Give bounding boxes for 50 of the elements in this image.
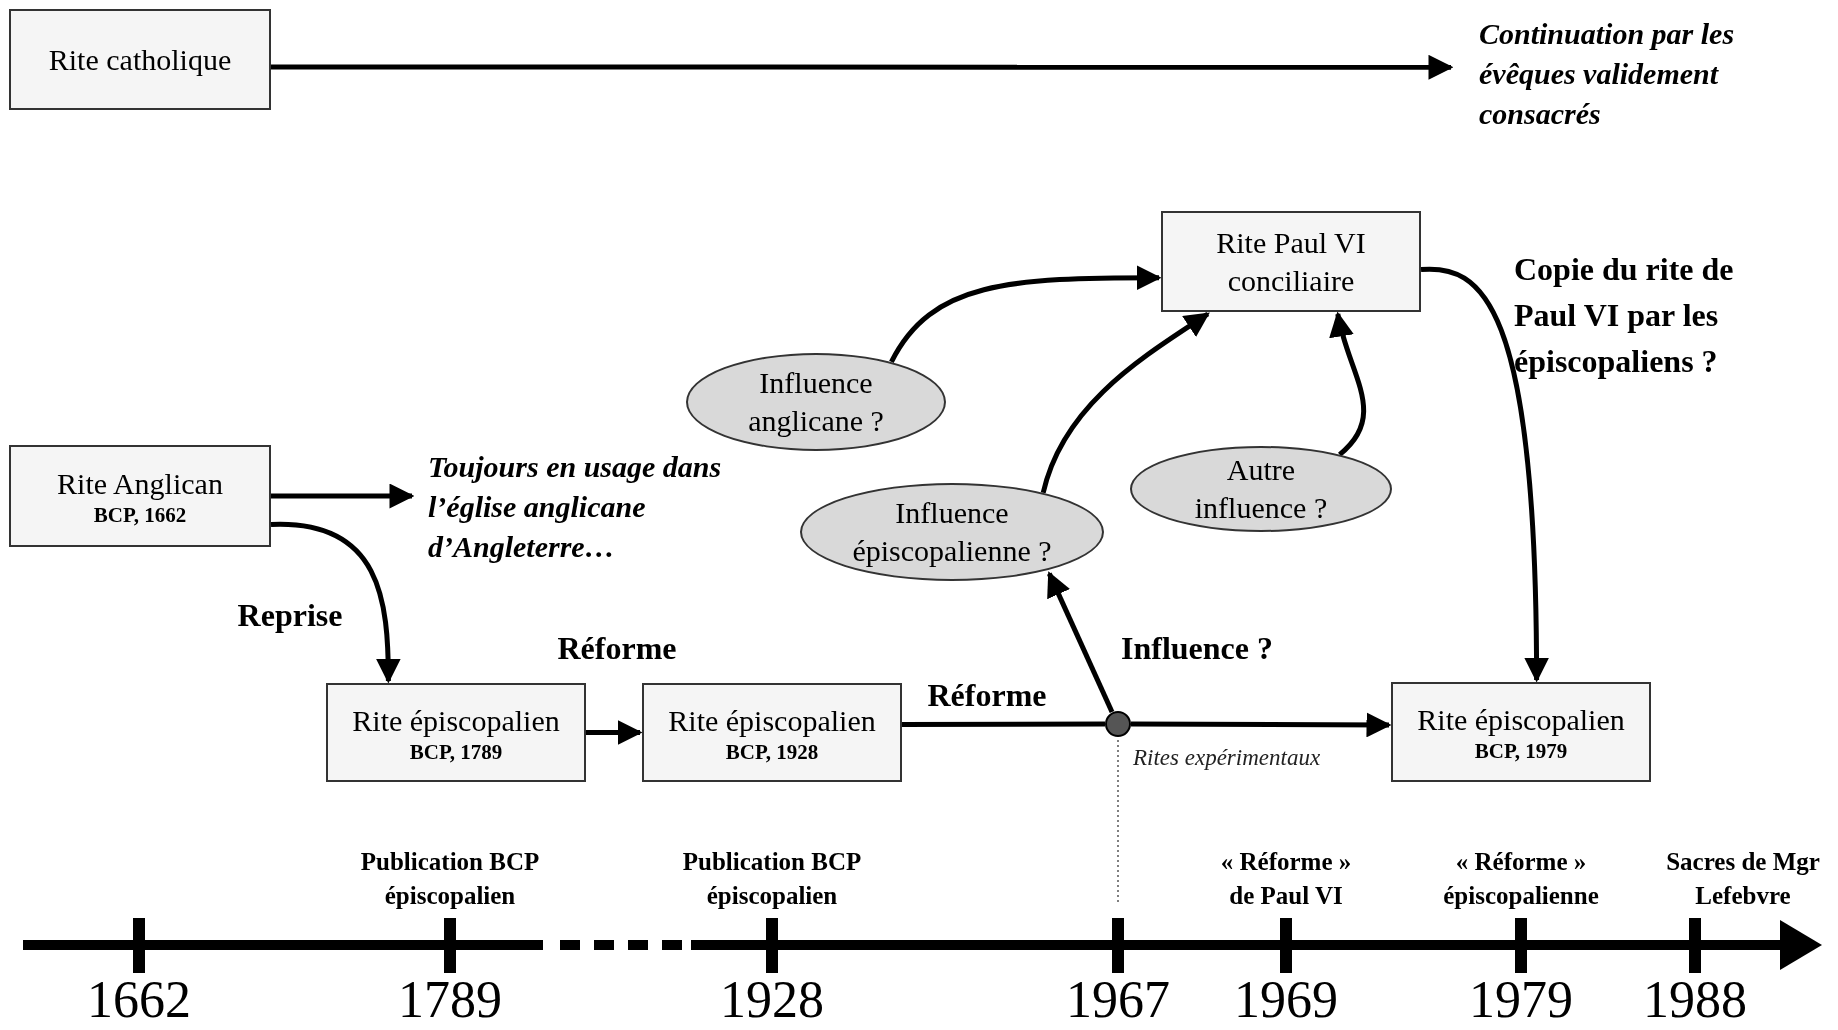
node-title: Autre influence ? — [1193, 452, 1329, 526]
year-label: 1969 — [1233, 972, 1339, 1028]
arrow — [270, 522, 401, 684]
event-label: Sacres de Mgr Lefebvre — [1665, 847, 1821, 911]
node-title: Rite épiscopalien — [668, 702, 876, 739]
arrow — [889, 265, 1162, 364]
edge-label: Reprise — [237, 596, 343, 634]
junction-dot — [1105, 711, 1131, 737]
edition-label: BCP, 1928 — [725, 739, 819, 764]
rite-box — [1161, 211, 1421, 312]
arrow — [1330, 311, 1366, 457]
event-label: Publication BCP épiscopalien — [359, 847, 541, 911]
node-title: Rite Paul VI conciliaire — [1215, 224, 1367, 299]
year-label: 1967 — [1065, 972, 1171, 1028]
edition-label: BCP, 1789 — [409, 739, 503, 764]
edge-label: Copie du rite de Paul VI par les épiscopaliens ? — [1514, 250, 1735, 381]
year-label: 1979 — [1468, 972, 1574, 1028]
edition-label: BCP, 1662 — [93, 503, 187, 527]
event-label: Publication BCP épiscopalien — [681, 847, 863, 911]
arrow — [271, 54, 1454, 80]
arrow — [1040, 311, 1210, 494]
event-label: « Réforme » épiscopalienne — [1442, 847, 1600, 911]
year-label: 1988 — [1642, 972, 1748, 1028]
rite-box — [642, 683, 902, 782]
arrow — [1047, 571, 1115, 714]
arrow — [1131, 712, 1392, 738]
rite-box — [9, 445, 271, 547]
node-title: Rite catholique — [48, 41, 232, 78]
node-title: Rite épiscopalien — [352, 702, 560, 739]
arrow — [271, 483, 415, 509]
node-title: Rite Anglican — [57, 466, 223, 502]
caption-text: Rites expérimentaux — [1133, 744, 1322, 772]
edition-label: BCP, 1979 — [1474, 739, 1568, 763]
rite-box — [9, 9, 271, 110]
note-text: Continuation par les évêques validement consacrés — [1479, 14, 1809, 144]
note-text: Toujours en usage dans l’église anglicane d’Angleterre… — [428, 447, 748, 577]
edge-label: Réforme — [557, 629, 677, 667]
year-label: 1928 — [719, 972, 825, 1028]
arrow — [586, 720, 643, 745]
node-title: Rite épiscopalien — [1417, 702, 1625, 738]
node-title: Influence anglicane ? — [747, 365, 885, 439]
node-title: Influence épiscopalienne ? — [851, 495, 1053, 569]
rite-box — [1391, 682, 1651, 782]
arrow — [1420, 266, 1549, 683]
event-label: « Réforme » de Paul VI — [1219, 847, 1353, 911]
year-label: 1789 — [397, 972, 503, 1028]
rite-box — [326, 683, 586, 782]
edge-label: Réforme — [927, 676, 1047, 714]
edge-label: Influence ? — [1121, 629, 1273, 667]
year-label: 1662 — [86, 972, 192, 1028]
